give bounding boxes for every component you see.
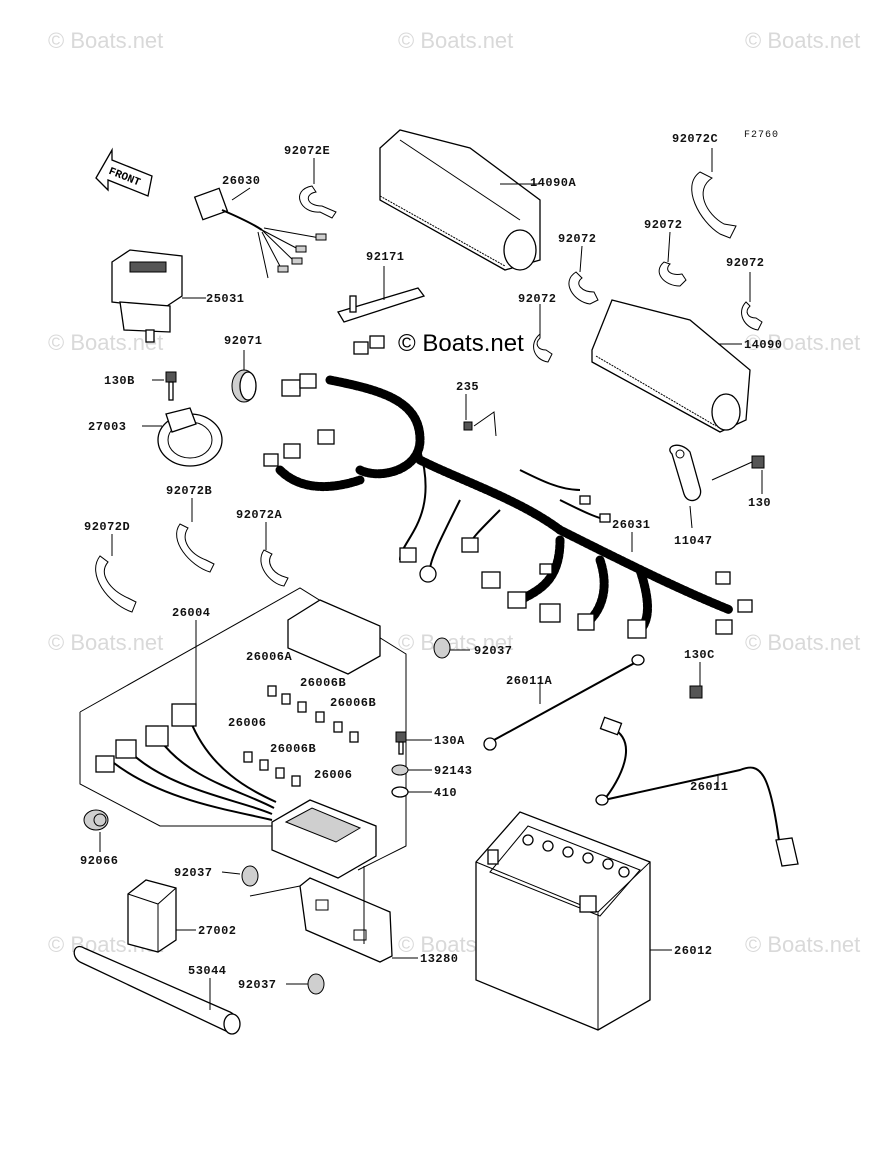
leader-lines <box>99 148 763 1010</box>
label-26011A[interactable]: 26011A <box>506 674 553 688</box>
label-26012[interactable]: 26012 <box>674 944 713 958</box>
bolt-130B <box>165 371 177 401</box>
watermark-main: © Boats.net <box>398 330 524 357</box>
label-25031[interactable]: 25031 <box>206 292 245 306</box>
label-26031[interactable]: 26031 <box>612 518 651 532</box>
watermark: © Boats.net <box>745 28 861 53</box>
label-92143[interactable]: 92143 <box>434 764 473 778</box>
label-92072D[interactable]: 92072D <box>84 520 131 534</box>
tube-53044 <box>73 945 241 1035</box>
label-13280[interactable]: 13280 <box>420 952 459 966</box>
bolt-130A <box>395 731 407 755</box>
diagram-code: F2760 <box>744 130 780 141</box>
label-130C[interactable]: 130C <box>684 648 715 662</box>
label-92066[interactable]: 92066 <box>80 854 119 868</box>
clamp-92072-a <box>568 271 599 305</box>
clamp-92072B <box>176 523 215 573</box>
label-130A[interactable]: 130A <box>434 734 465 748</box>
horn-27003 <box>157 407 223 467</box>
washer-410 <box>391 786 409 798</box>
label-27003[interactable]: 27003 <box>88 420 127 434</box>
clamp-92072D <box>95 555 137 613</box>
label-92072C[interactable]: 92072C <box>672 132 719 146</box>
clamp-92072C <box>691 171 737 239</box>
label-92037-b[interactable]: 92037 <box>174 866 213 880</box>
fuses-26006 <box>243 685 359 787</box>
label-26006B-b[interactable]: 26006B <box>330 696 377 710</box>
screw-235 <box>463 411 497 437</box>
box-26004-outline <box>79 587 407 871</box>
label-235[interactable]: 235 <box>456 380 480 394</box>
clamp-92072-c <box>741 301 763 331</box>
label-92072A[interactable]: 92072A <box>236 508 283 522</box>
fusebox-26004 <box>95 599 381 879</box>
label-14090A[interactable]: 14090A <box>530 176 577 190</box>
bracket-13280 <box>249 866 393 963</box>
watermark: © Boats.net <box>745 630 861 655</box>
label-26006A[interactable]: 26006A <box>246 650 293 664</box>
label-26006-b[interactable]: 26006 <box>314 768 353 782</box>
label-92171[interactable]: 92171 <box>366 250 405 264</box>
label-92072E[interactable]: 92072E <box>284 144 331 158</box>
label-26006B-c[interactable]: 26006B <box>270 742 317 756</box>
main-harness-26031 <box>263 335 753 639</box>
label-26011[interactable]: 26011 <box>690 780 729 794</box>
label-14090[interactable]: 14090 <box>744 338 783 352</box>
front-arrow-icon: FRONT <box>95 147 153 197</box>
grommet-92071 <box>231 369 257 403</box>
label-92072-d[interactable]: 92072 <box>518 292 557 306</box>
label-26030[interactable]: 26030 <box>222 174 261 188</box>
watermark: © Boats.net <box>48 28 164 53</box>
clamp-92072-d <box>533 332 553 363</box>
label-27002[interactable]: 27002 <box>198 924 237 938</box>
label-26004[interactable]: 26004 <box>172 606 211 620</box>
battery-26012 <box>475 811 651 1031</box>
label-26006-a[interactable]: 26006 <box>228 716 267 730</box>
label-92037-a[interactable]: 92037 <box>474 644 513 658</box>
washer-92143 <box>391 764 409 776</box>
watermark: © Boats.net <box>398 630 514 655</box>
clamp-92072A <box>260 549 289 587</box>
grommet-92066 <box>83 809 109 831</box>
label-92072-a[interactable]: 92072 <box>558 232 597 246</box>
label-92072-b[interactable]: 92072 <box>644 218 683 232</box>
bolt-130C <box>689 685 703 699</box>
cover-14090 <box>591 299 751 433</box>
relay-27002 <box>127 879 177 953</box>
label-410[interactable]: 410 <box>434 786 458 800</box>
label-11047[interactable]: 11047 <box>674 534 713 548</box>
clamp-92072E <box>299 185 337 219</box>
label-92071[interactable]: 92071 <box>224 334 263 348</box>
label-53044[interactable]: 53044 <box>188 964 227 978</box>
label-130B[interactable]: 130B <box>104 374 135 388</box>
watermark: © Boats.net <box>745 330 861 355</box>
bolt-130 <box>711 455 765 481</box>
clip-92037-a <box>433 637 470 659</box>
clamp-92072-b <box>658 261 687 287</box>
watermark: © Boats.net <box>745 932 861 957</box>
watermark: © Boats.net <box>398 28 514 53</box>
label-26006B-a[interactable]: 26006B <box>300 676 347 690</box>
sub-harness-26030 <box>193 187 327 279</box>
label-130[interactable]: 130 <box>748 496 772 510</box>
watermark: © Boats.net <box>48 630 164 655</box>
cover-14090A <box>379 129 541 271</box>
label-92037-c[interactable]: 92037 <box>238 978 277 992</box>
plate-11047 <box>669 444 702 502</box>
bracket-92171 <box>337 287 426 323</box>
watermark: © Boats.net <box>48 330 164 355</box>
meter-25031 <box>111 249 183 343</box>
label-92072B[interactable]: 92072B <box>166 484 213 498</box>
cable-26011 <box>595 716 799 867</box>
label-92072-c[interactable]: 92072 <box>726 256 765 270</box>
lead-26011A <box>483 654 645 751</box>
clip-92037-c <box>307 973 325 995</box>
clip-92037-b <box>241 865 259 887</box>
